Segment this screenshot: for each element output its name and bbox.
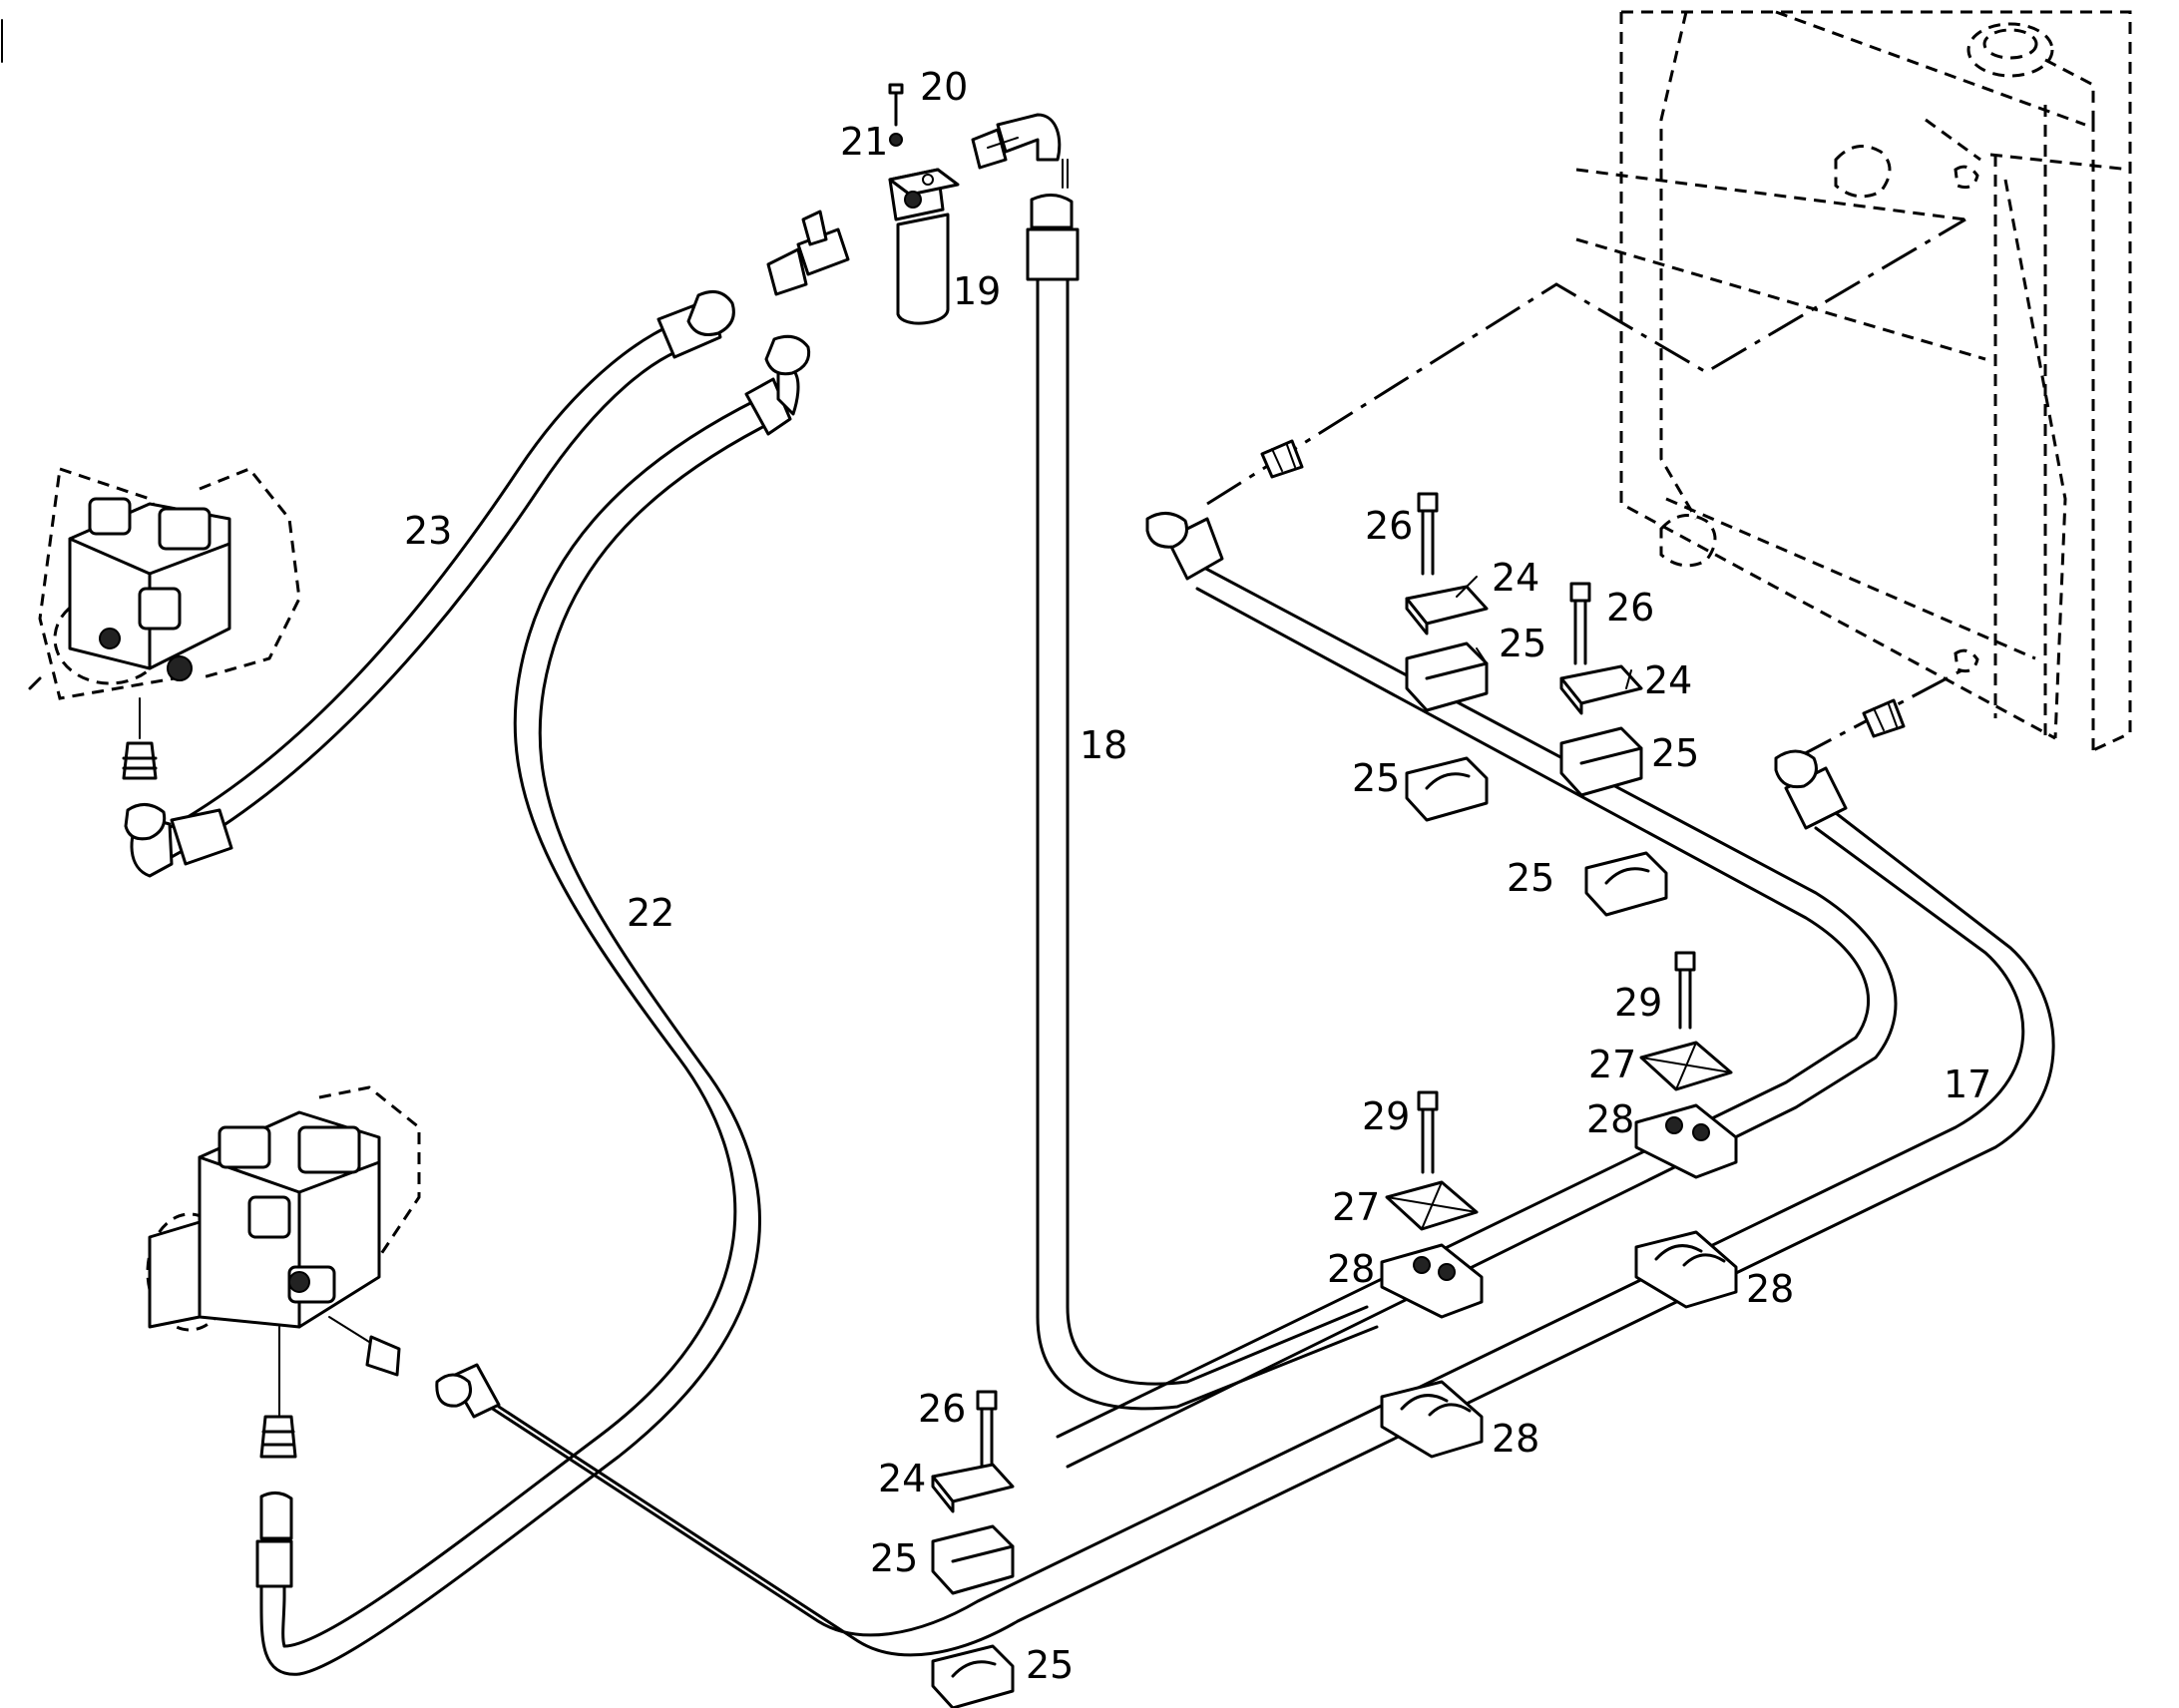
plate-24-lower (931, 1463, 1015, 1513)
callout-25-b: 25 (1651, 731, 1699, 775)
washer-21 (889, 133, 903, 147)
callout-23: 23 (404, 509, 452, 553)
callout-22: 22 (627, 891, 674, 935)
callout-26-lower: 26 (918, 1387, 966, 1431)
callout-24-upper: 24 (1492, 556, 1539, 600)
clamp-28-c (1634, 1230, 1738, 1309)
clamp-28-b (1380, 1243, 1484, 1319)
callout-24-lower: 24 (878, 1457, 926, 1500)
callout-28-b: 28 (1327, 1247, 1375, 1291)
hydraulic-pump-upper (28, 467, 301, 780)
bolt-20 (888, 83, 904, 127)
callout-27-upper: 27 (1588, 1043, 1636, 1086)
clamp-25-a (1405, 641, 1489, 712)
plate-24-upper (1405, 585, 1489, 636)
callout-25-c: 25 (1352, 756, 1400, 800)
callout-labels: 17 18 19 20 21 22 23 24 24 24 25 25 25 2… (404, 65, 1991, 1687)
clamp-25-d (1584, 851, 1668, 917)
clamp-25-b (1559, 726, 1643, 797)
clamp-25-e (931, 1524, 1015, 1595)
bolt-29-upper (1674, 951, 1696, 1030)
callout-19: 19 (953, 269, 1001, 313)
leader-lines (1456, 576, 1632, 689)
clamp-25-c (1405, 756, 1489, 822)
bolt-26-mid (1569, 582, 1591, 665)
callout-18: 18 (1080, 723, 1127, 767)
plate-24-mid (1559, 664, 1643, 715)
bolt-26-lower (976, 1390, 998, 1469)
bolt-29-lower (1417, 1090, 1439, 1174)
callout-17: 17 (1944, 1063, 1991, 1106)
hydraulic-pump-lower (146, 1085, 421, 1459)
callout-28-d: 28 (1492, 1417, 1539, 1461)
plate-27-upper (1639, 1041, 1733, 1091)
clamp-25-f (931, 1644, 1015, 1708)
callout-25-e: 25 (870, 1536, 918, 1580)
callout-26-upper: 26 (1365, 504, 1413, 548)
clamp-28-a (1634, 1103, 1738, 1179)
clamp-28-d (1380, 1380, 1484, 1459)
callout-29-lower: 29 (1362, 1094, 1410, 1138)
elbow-fitting (971, 113, 1062, 170)
callout-24-mid: 24 (1644, 658, 1692, 702)
plate-27-lower (1385, 1180, 1479, 1231)
hose-18 (1026, 159, 1379, 1411)
filter-19 (888, 168, 960, 325)
callout-25-f: 25 (1026, 1643, 1074, 1687)
radiator-fittings (1260, 439, 1906, 738)
radiator-cooler (1575, 10, 2132, 752)
callout-29-upper: 29 (1614, 981, 1662, 1025)
callout-20: 20 (920, 65, 968, 109)
hose-23 (124, 289, 735, 878)
callout-21: 21 (840, 120, 888, 164)
callout-28-a: 28 (1586, 1097, 1634, 1141)
bolt-26-upper (1417, 492, 1439, 576)
fitting-tee (766, 210, 850, 296)
hose-22 (255, 334, 811, 1676)
hose-17 (435, 749, 2055, 1657)
callout-28-c: 28 (1746, 1267, 1794, 1311)
callout-26-mid: 26 (1606, 586, 1654, 630)
callout-27-lower: 27 (1332, 1185, 1380, 1229)
callout-25-a: 25 (1499, 622, 1546, 665)
callout-25-d: 25 (1507, 856, 1554, 900)
hose-radiator-return (1056, 512, 1898, 1469)
